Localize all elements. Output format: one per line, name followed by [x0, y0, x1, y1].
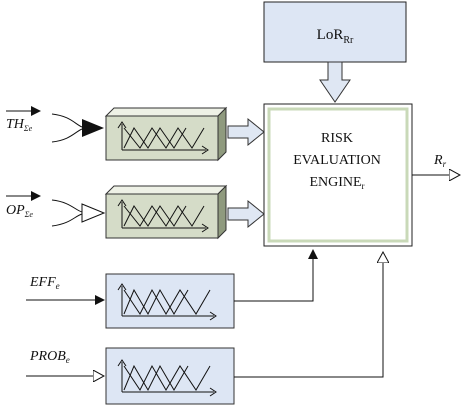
th-membership-icon: [117, 121, 209, 155]
lor-label: LoR: [317, 27, 344, 43]
eff-membership-icon: [117, 283, 217, 321]
op-to-engine-arrow: [227, 199, 265, 229]
svg-text:EFFe: EFFe: [29, 275, 60, 291]
prob-input: PROBe: [26, 349, 104, 376]
op-fuzzifier: [104, 184, 228, 240]
lor-box: LoRRr: [263, 1, 407, 63]
th-fuzzifier: [104, 106, 228, 162]
svg-text:OPΣe: OPΣe: [6, 203, 33, 219]
prob-sub: e: [66, 355, 70, 365]
op-sub: Σe: [24, 210, 34, 219]
eff-to-engine-line: [234, 249, 318, 302]
prob-to-engine-line: [234, 252, 383, 378]
prob-membership-icon: [117, 359, 217, 397]
svg-text:THΣe: THΣe: [6, 117, 33, 133]
output-label: R: [433, 153, 443, 168]
output-sub: r: [443, 159, 447, 169]
engine-line1: RISK: [321, 131, 353, 146]
eff-label: EFF: [29, 275, 56, 290]
op-label: OP: [6, 203, 25, 218]
op-input: OPΣe: [6, 191, 106, 227]
risk-evaluation-engine: RISK EVALUATION ENGINEr: [263, 103, 413, 247]
th-input: THΣe: [6, 106, 104, 143]
prob-fuzzifier: [105, 347, 235, 405]
svg-text:Rr: Rr: [433, 153, 447, 169]
svg-text:ENGINEr: ENGINEr: [309, 175, 364, 191]
eff-fuzzifier: [105, 273, 235, 329]
engine-line3-sub: r: [362, 181, 365, 191]
engine-line2: EVALUATION: [293, 153, 381, 168]
th-to-engine-arrow: [227, 117, 265, 147]
th-label: TH: [6, 117, 25, 132]
svg-text:LoRRr: LoRRr: [317, 27, 354, 46]
eff-input: EFFe: [26, 275, 105, 305]
eff-sub: e: [56, 281, 60, 291]
engine-line3: ENGINE: [309, 175, 361, 190]
lor-to-engine-arrow: [319, 61, 351, 103]
prob-label: PROB: [29, 349, 66, 364]
lor-subscript: Rr: [343, 35, 354, 46]
svg-text:PROBe: PROBe: [29, 349, 70, 365]
op-membership-icon: [117, 199, 209, 233]
th-sub: Σe: [23, 124, 33, 133]
